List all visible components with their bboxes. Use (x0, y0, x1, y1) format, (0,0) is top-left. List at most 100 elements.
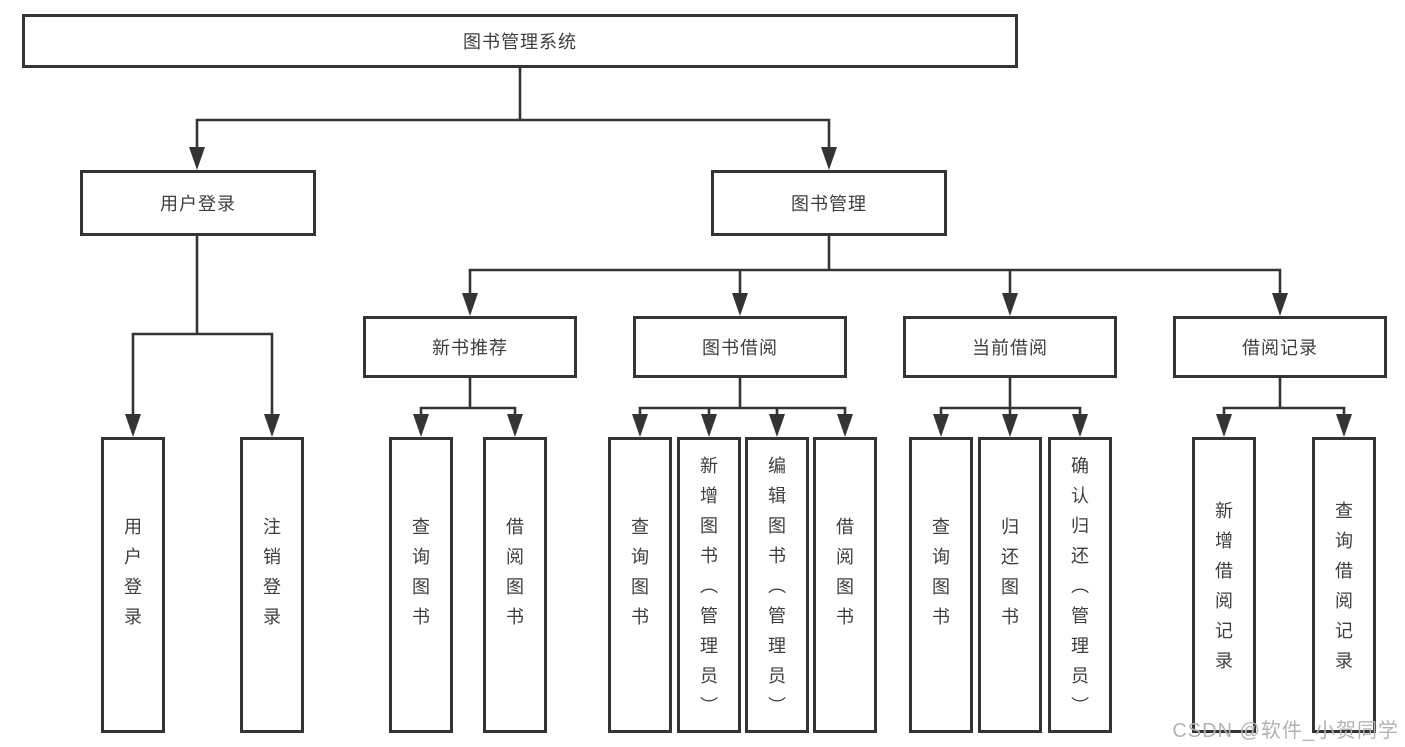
node-cb-query-books: 查询图书 (909, 437, 973, 733)
leaf-char: 图 (700, 516, 718, 536)
node-bb-query-books: 查询图书 (608, 437, 672, 733)
node-cb-return-books: 归还图书 (978, 437, 1042, 733)
leaf-char: 录 (1215, 651, 1233, 671)
leaf-char: （ (1069, 576, 1089, 594)
leaf-char: 图 (631, 577, 649, 597)
leaf-char: 辑 (768, 486, 786, 506)
leaf-char: 书 (412, 607, 430, 627)
leaf-char: 认 (1071, 486, 1089, 506)
node-br-query-record-label: 查询借阅记录 (1331, 495, 1357, 675)
node-system: 图书管理系统 (22, 14, 1018, 68)
leaf-char: 图 (836, 577, 854, 597)
leaf-char: 书 (631, 607, 649, 627)
leaf-char: 询 (631, 547, 649, 567)
leaf-char: 书 (768, 546, 786, 566)
node-current-borrowing-label: 当前借阅 (972, 338, 1048, 358)
leaf-char: 查 (932, 517, 950, 537)
leaf-char: 阅 (506, 547, 524, 567)
leaf-char: 图 (412, 577, 430, 597)
node-login-label: 用户登录 (120, 511, 146, 631)
leaf-char: 借 (506, 517, 524, 537)
node-user-login-label: 用户登录 (160, 194, 236, 214)
leaf-char: 理 (1071, 636, 1089, 656)
node-book-borrowing-label: 图书借阅 (702, 338, 778, 358)
leaf-char: 归 (1001, 517, 1019, 537)
leaf-char: 注 (263, 517, 281, 537)
leaf-char: 书 (1001, 607, 1019, 627)
leaf-char: 阅 (1215, 591, 1233, 611)
node-nbr-query-books-label: 查询图书 (408, 511, 434, 631)
leaf-char: 记 (1215, 621, 1233, 641)
leaf-char: 阅 (836, 547, 854, 567)
leaf-char: 登 (263, 577, 281, 597)
node-cb-confirm-return-admin-label: 确认归还（管理员） (1067, 450, 1093, 720)
leaf-char: 借 (836, 517, 854, 537)
leaf-char: 户 (124, 547, 142, 567)
leaf-char: 查 (631, 517, 649, 537)
leaf-char: （ (698, 576, 718, 594)
node-br-query-record: 查询借阅记录 (1312, 437, 1376, 733)
node-cb-confirm-return-admin: 确认归还（管理员） (1048, 437, 1112, 733)
leaf-char: 书 (700, 546, 718, 566)
leaf-char: 书 (836, 607, 854, 627)
leaf-char: 图 (506, 577, 524, 597)
node-logout: 注销登录 (240, 437, 304, 733)
leaf-char: 图 (768, 516, 786, 536)
leaf-char: 确 (1071, 456, 1089, 476)
leaf-char: 查 (1335, 501, 1353, 521)
node-bb-add-books-admin: 新增图书（管理员） (677, 437, 741, 733)
leaf-char: 书 (932, 607, 950, 627)
node-new-book-recommend: 新书推荐 (363, 316, 577, 378)
leaf-char: 理 (768, 636, 786, 656)
leaf-char: ） (1069, 696, 1089, 714)
leaf-char: 增 (1215, 531, 1233, 551)
node-br-add-record: 新增借阅记录 (1192, 437, 1256, 733)
node-borrowing-records: 借阅记录 (1173, 316, 1387, 378)
node-br-add-record-label: 新增借阅记录 (1211, 495, 1237, 675)
node-login: 用户登录 (101, 437, 165, 733)
leaf-char: ） (766, 696, 786, 714)
node-bb-query-books-label: 查询图书 (627, 511, 653, 631)
leaf-char: 还 (1001, 547, 1019, 567)
node-book-management-label: 图书管理 (791, 194, 867, 214)
node-system-label: 图书管理系统 (463, 32, 577, 52)
leaf-char: 询 (932, 547, 950, 567)
leaf-char: （ (766, 576, 786, 594)
leaf-char: 新 (700, 456, 718, 476)
leaf-char: 借 (1335, 561, 1353, 581)
leaf-char: 询 (412, 547, 430, 567)
leaf-char: 管 (1071, 606, 1089, 626)
node-borrowing-records-label: 借阅记录 (1242, 338, 1318, 358)
leaf-char: 员 (768, 666, 786, 686)
node-user-login: 用户登录 (80, 170, 316, 236)
leaf-char: 登 (124, 577, 142, 597)
node-current-borrowing: 当前借阅 (903, 316, 1117, 378)
node-book-management: 图书管理 (711, 170, 947, 236)
node-nbr-borrow-books-label: 借阅图书 (502, 511, 528, 631)
leaf-char: 管 (700, 606, 718, 626)
leaf-char: 员 (1071, 666, 1089, 686)
leaf-char: 录 (124, 607, 142, 627)
node-bb-edit-books-admin-label: 编辑图书（管理员） (764, 450, 790, 720)
leaf-char: 录 (1335, 651, 1353, 671)
node-bb-add-books-admin-label: 新增图书（管理员） (696, 450, 722, 720)
node-cb-return-books-label: 归还图书 (997, 511, 1023, 631)
leaf-char: 查 (412, 517, 430, 537)
leaf-char: ） (698, 696, 718, 714)
watermark: CSDN @软件_小贺同学 (1172, 720, 1399, 742)
leaf-char: 管 (768, 606, 786, 626)
leaf-char: 销 (263, 547, 281, 567)
leaf-char: 书 (506, 607, 524, 627)
node-bb-edit-books-admin: 编辑图书（管理员） (745, 437, 809, 733)
leaf-char: 图 (1001, 577, 1019, 597)
leaf-char: 新 (1215, 501, 1233, 521)
node-logout-label: 注销登录 (259, 511, 285, 631)
leaf-char: 借 (1215, 561, 1233, 581)
leaf-char: 记 (1335, 621, 1353, 641)
node-bb-borrow-books: 借阅图书 (813, 437, 877, 733)
node-new-book-recommend-label: 新书推荐 (432, 338, 508, 358)
node-cb-query-books-label: 查询图书 (928, 511, 954, 631)
leaf-char: 归 (1071, 516, 1089, 536)
leaf-char: 员 (700, 666, 718, 686)
